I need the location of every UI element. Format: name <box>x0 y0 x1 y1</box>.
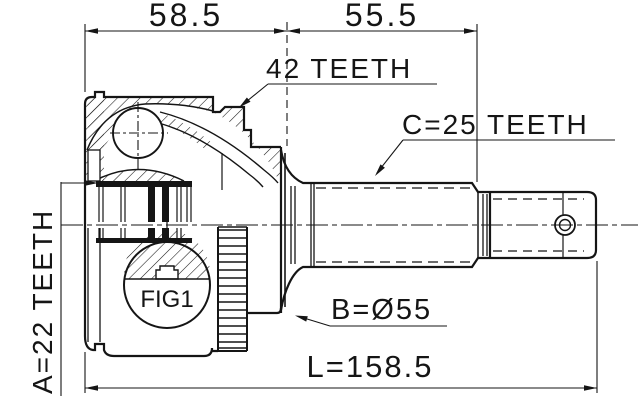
boot-groove-section <box>87 149 101 182</box>
dimension-overall-length: L=158.5 <box>306 349 434 384</box>
label-outer-ring-teeth: 42 TEETH <box>266 53 413 84</box>
dimension-arrowheads <box>85 28 597 391</box>
ring-teeth <box>218 229 247 349</box>
label-body-diameter: B=Ø55 <box>331 294 433 326</box>
shaft-outline <box>279 149 598 311</box>
label-inner-spline: A=22 TEETH <box>27 208 58 394</box>
dimension-joint-length: 58.5 <box>148 0 224 33</box>
label-shaft-spline: C=25 TEETH <box>402 109 589 140</box>
toothed-ring <box>212 226 248 352</box>
figure-reference: FIG1 <box>140 286 194 313</box>
spline-tooth-profile <box>155 265 179 280</box>
dimension-shaft-length: 55.5 <box>344 0 420 33</box>
ball-and-cage <box>86 102 279 190</box>
